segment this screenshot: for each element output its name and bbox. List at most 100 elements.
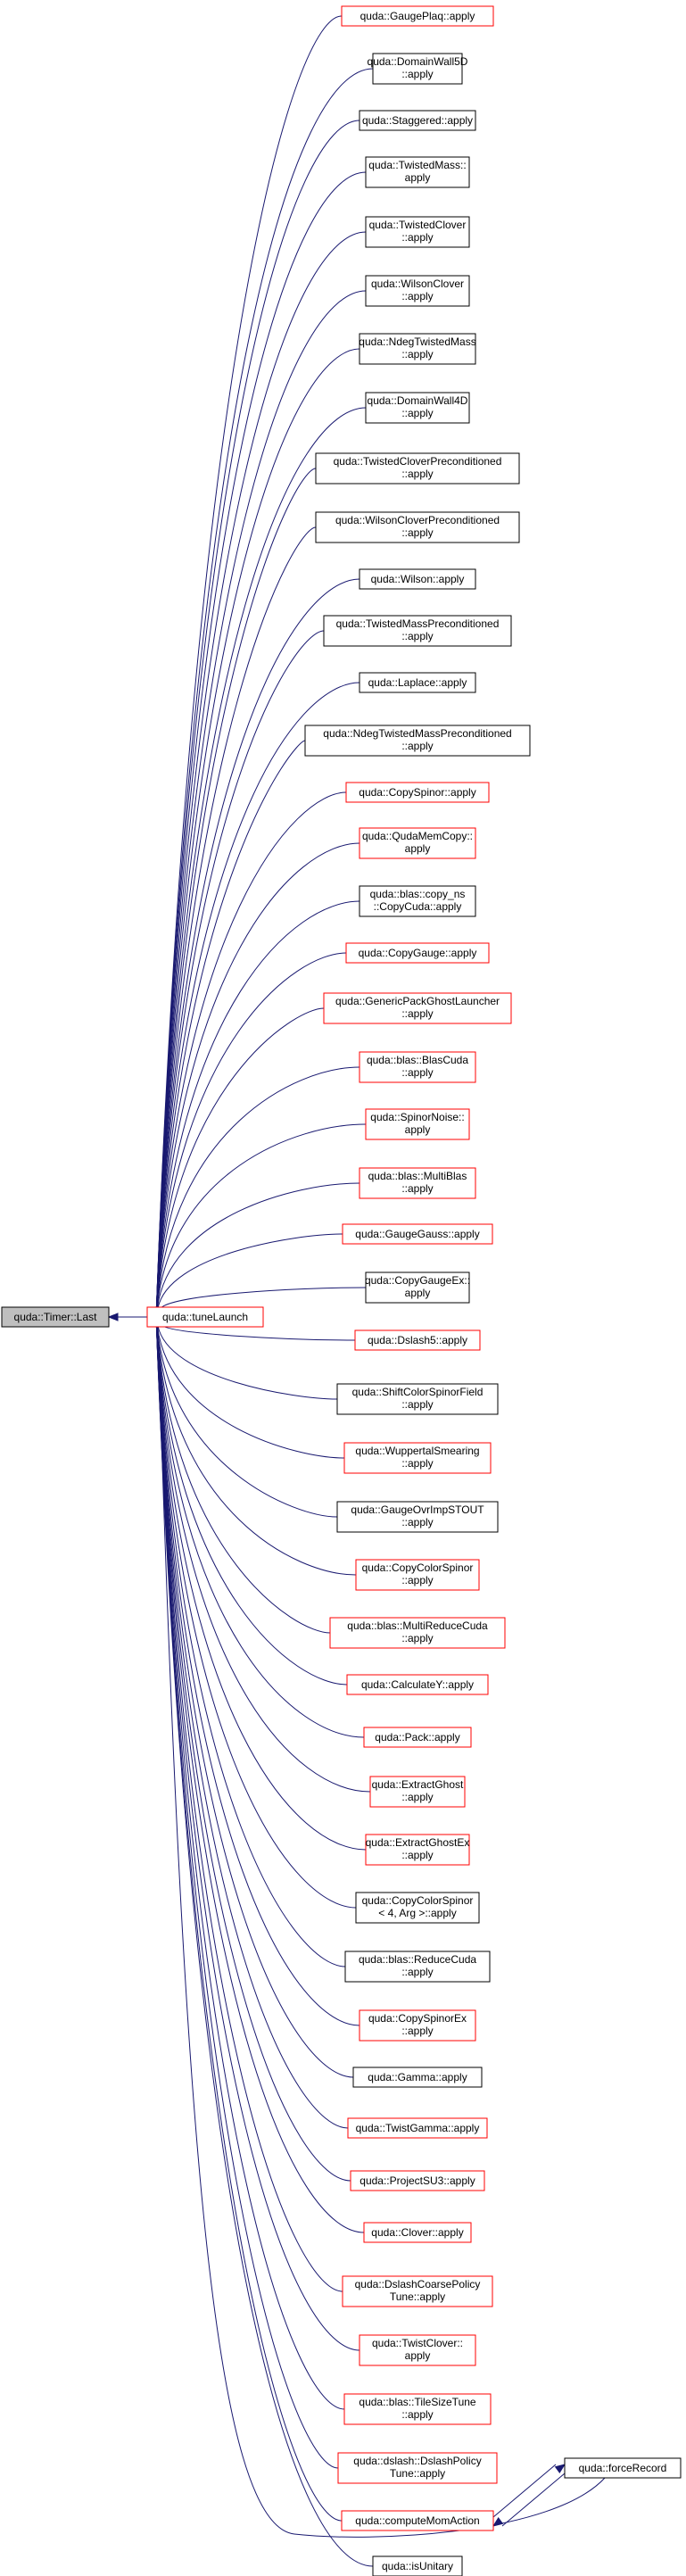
node-label-line: quda::GaugePlaq::apply (360, 10, 475, 22)
node-label-line: quda::Dslash5::apply (368, 1334, 467, 1346)
node-quda-copycolorspinor-4-arg-apply: quda::CopyColorSpinor< 4, Arg >::apply (355, 1892, 480, 1924)
node-quda-staggered-apply: quda::Staggered::apply (359, 110, 476, 131)
node-label-line: quda::Gamma::apply (368, 2071, 467, 2083)
node-quda-blas-reducecuda-apply: quda::blas::ReduceCuda::apply (344, 1951, 491, 1983)
node-label-line: quda::CalculateY::apply (361, 1678, 474, 1691)
node-label-line: apply (405, 171, 431, 184)
edge-caller-14 (156, 791, 347, 1309)
node-quda-calculatey-apply[interactable]: quda::CalculateY::apply (346, 1674, 489, 1695)
node-quda-twistedcloverpreconditioned-apply: quda::TwistedCloverPreconditioned::apply (315, 452, 520, 485)
node-label-line: quda::CopyGaugeEx:: (365, 1274, 470, 1287)
node-label-line: quda::WilsonCloverPreconditioned (335, 514, 500, 526)
edge-caller-2 (155, 120, 360, 1309)
node-quda-blas-tilesizetune-apply[interactable]: quda::blas::TileSizeTune::apply (343, 2393, 492, 2425)
node-label-line: quda::GaugeGauss::apply (355, 1228, 479, 1240)
node-label-line: quda::CopySpinor::apply (359, 786, 475, 799)
edge-caller-30 (156, 1325, 348, 1686)
node-label-line: apply (405, 842, 431, 855)
arrowhead-timer-last (107, 1313, 119, 1321)
edge-caller-46 (155, 1325, 374, 2567)
edge-caller-41 (155, 1325, 343, 2292)
node-quda-gaugegauss-apply[interactable]: quda::GaugeGauss::apply (342, 1223, 493, 1245)
node-quda-copyspinor-apply[interactable]: quda::CopySpinor::apply (345, 782, 490, 803)
node-quda-twistgamma-apply[interactable]: quda::TwistGamma::apply (347, 2117, 488, 2139)
edge-caller-36 (155, 1325, 360, 2026)
edge-caller-18 (156, 1007, 325, 1309)
node-label-line: quda::blas::MultiBlas (368, 1170, 467, 1182)
edge-caller-34 (156, 1325, 357, 1909)
node-quda-tunelaunch[interactable]: quda::tuneLaunch (146, 1306, 264, 1328)
node-quda-gaugeplaq-apply[interactable]: quda::GaugePlaq::apply (341, 5, 494, 27)
edge-caller-5 (155, 290, 367, 1309)
edge-caller-27 (156, 1325, 338, 1518)
node-quda-isunitary: quda::isUnitary (372, 2555, 463, 2576)
node-quda-ndegtwistedmasspreconditioned-apply: quda::NdegTwistedMassPreconditioned::app… (304, 725, 531, 757)
node-label-line: quda::CopySpinorEx (368, 2012, 467, 2025)
node-label-line: quda::SpinorNoise:: (370, 1111, 464, 1123)
node-label-line: ::apply (401, 1966, 433, 1978)
node-quda-qudamemcopy-apply[interactable]: quda::QudaMemCopy::apply (359, 827, 476, 859)
node-quda-computemomaction[interactable]: quda::computeMomAction (341, 2510, 494, 2531)
node-quda-projectsu3-apply[interactable]: quda::ProjectSU3::apply (350, 2170, 485, 2191)
node-quda-copyspinorex-apply[interactable]: quda::CopySpinorEx::apply (359, 2009, 476, 2042)
node-label-line: ::apply (401, 1007, 433, 1020)
node-label-line: quda::TwistGamma::apply (356, 2122, 480, 2134)
node-label-line: ::apply (401, 68, 433, 80)
node-quda-blas-multiblas-apply[interactable]: quda::blas::MultiBlas::apply (359, 1167, 476, 1199)
node-label-line: quda::TwistedCloverPreconditioned (334, 455, 502, 468)
node-label-line: quda::NdegTwistedMass (359, 335, 475, 348)
node-label-line: quda::TwistedMassPreconditioned (336, 617, 500, 630)
edge-computemomaction-to-forcerecord (492, 2464, 557, 2518)
node-quda-blas-multireducecuda-apply[interactable]: quda::blas::MultiReduceCuda::apply (329, 1617, 506, 1649)
node-quda-spinornoise-apply[interactable]: quda::SpinorNoise::apply (365, 1108, 470, 1140)
edge-caller-42 (155, 1325, 360, 2351)
arrowhead-forcerecord (554, 2464, 566, 2474)
node-label-line: quda::CopyGauge::apply (359, 947, 477, 959)
node-quda-gamma-apply: quda::Gamma::apply (352, 2067, 483, 2088)
node-quda-copygauge-apply[interactable]: quda::CopyGauge::apply (345, 942, 490, 964)
node-label-line: quda::computeMomAction (355, 2514, 479, 2527)
edge-caller-40 (155, 1325, 365, 2233)
node-quda-copycolorspinor-apply[interactable]: quda::CopyColorSpinor::apply (355, 1559, 480, 1591)
node-label-line: ::apply (401, 2408, 433, 2421)
node-label-line: ::apply (401, 1791, 433, 1803)
node-label-line: quda::GenericPackGhostLauncher (335, 995, 500, 1007)
node-label-line: quda::CopyColorSpinor (362, 1561, 474, 1574)
node-label-line: quda::DomainWall4D (368, 394, 468, 407)
edge-caller-3 (155, 171, 367, 1309)
node-quda-dslash5-apply[interactable]: quda::Dslash5::apply (354, 1329, 481, 1351)
edge-caller-45 (155, 1325, 343, 2522)
node-label-line: ::apply (401, 1849, 433, 1861)
node-quda-pack-apply[interactable]: quda::Pack::apply (363, 1727, 472, 1748)
node-label-line: quda::blas::MultiReduceCuda (347, 1619, 488, 1632)
edge-caller-44 (155, 1325, 339, 2469)
node-quda-extractghostex-apply[interactable]: quda::ExtractGhostEx::apply (365, 1834, 470, 1866)
node-quda-genericpackghostlauncher-apply[interactable]: quda::GenericPackGhostLauncher::apply (323, 992, 512, 1024)
node-label-line: quda::blas::BlasCuda (367, 1054, 468, 1066)
node-quda-copygaugeex-apply: quda::CopyGaugeEx::apply (365, 1271, 470, 1304)
node-label-line: quda::tuneLaunch (162, 1311, 248, 1323)
node-quda-twistclover-apply[interactable]: quda::TwistClover::apply (359, 2334, 476, 2366)
node-label-line: ::CopyCuda::apply (374, 900, 462, 913)
node-label-line: apply (405, 2349, 431, 2362)
node-label-line: Tune::apply (390, 2290, 445, 2303)
edge-caller-31 (156, 1325, 365, 1738)
node-quda-wuppertalsmearing-apply[interactable]: quda::WuppertalSmearing::apply (343, 1442, 492, 1474)
node-label-line: quda::ExtractGhostEx (366, 1836, 470, 1849)
edge-caller-23 (160, 1287, 367, 1310)
node-label-line: ::apply (401, 1066, 433, 1079)
edge-caller-35 (155, 1325, 346, 1967)
node-quda-extractghost-apply[interactable]: quda::ExtractGhost::apply (369, 1776, 466, 1808)
edge-caller-9 (155, 526, 317, 1309)
edge-caller-17 (156, 952, 347, 1309)
node-quda-shiftcolorspinorfield-apply: quda::ShiftColorSpinorField::apply (336, 1383, 499, 1415)
node-quda-clover-apply[interactable]: quda::Clover::apply (363, 2222, 472, 2243)
node-label-line: quda::Clover::apply (371, 2226, 463, 2239)
node-label-line: quda::GaugeOvrImpSTOUT (351, 1503, 484, 1516)
edge-caller-8 (155, 468, 317, 1309)
edge-caller-7 (155, 407, 367, 1309)
node-quda-blas-blascuda-apply[interactable]: quda::blas::BlasCuda::apply (359, 1051, 476, 1083)
node-quda-domainwall5d-apply: quda::DomainWall5D::apply (368, 53, 468, 85)
